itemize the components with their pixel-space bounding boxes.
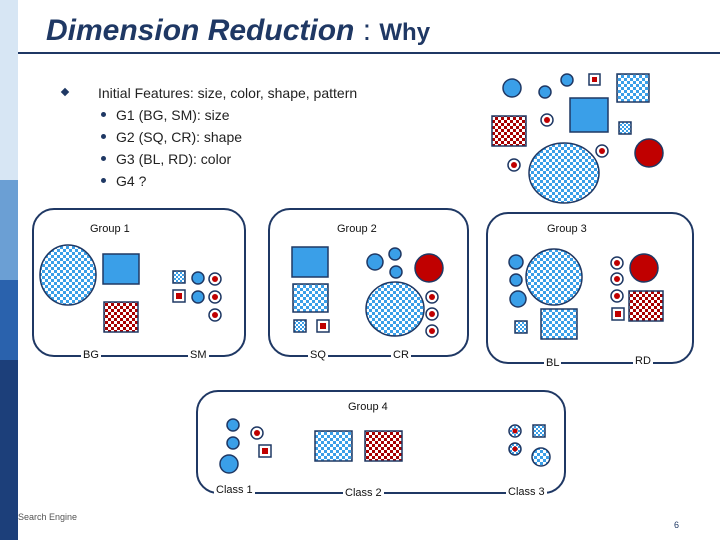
g4-class1-blue-circle [226, 418, 240, 432]
slide-title: Dimension Reduction : Why [46, 14, 430, 48]
feature-item: G4 ? [60, 170, 357, 192]
group1-right-label: SM [188, 349, 209, 361]
g1-blue-square [102, 253, 140, 285]
g4-class3-rd-pattern-circle-inner [512, 446, 518, 452]
side-band-1 [0, 0, 18, 180]
dot-bullet-icon [101, 112, 106, 117]
group2-left-label: SQ [308, 349, 328, 361]
group3-right-label: RD [633, 355, 653, 367]
group1-left-label: BG [81, 349, 101, 361]
g2-small-pattern-square [293, 319, 307, 333]
g3-small-pattern-square [514, 320, 528, 334]
side-band-4 [0, 360, 18, 540]
g4-class2-pattern-square [314, 430, 353, 462]
g2-red-circle [414, 253, 444, 283]
shape-rd-circle-inner [544, 117, 550, 123]
g4-class2-red-pattern-square [364, 430, 403, 462]
group4-class2-label: Class 2 [343, 487, 384, 499]
g3-red-circle [629, 253, 659, 283]
g4-class3-pattern-circle [531, 447, 551, 467]
group4-class1-label: Class 1 [214, 484, 255, 496]
shape-rd-circle-inner [511, 162, 517, 168]
shape-bl-circle [502, 78, 522, 98]
group4-title: Group 4 [346, 401, 390, 413]
g4-class1-rd-square-inner [262, 448, 268, 454]
g4-class3-rd-pattern-circle-inner [512, 428, 518, 434]
feature-item-text: G4 ? [116, 173, 147, 189]
g3-blue-circle [509, 273, 523, 287]
feature-heading: Initial Features: size, color, shape, pa… [60, 82, 357, 104]
g2-blue-square [291, 246, 329, 278]
feature-item-text: G2 (SQ, CR): shape [116, 129, 243, 145]
g3-rd-circle-inner [614, 260, 620, 266]
shape-pattern-square [616, 73, 650, 103]
g4-class3-small-pattern-square [532, 424, 546, 438]
shape-bl-circle [538, 85, 552, 99]
dot-bullet-icon [101, 134, 106, 139]
g4-class1-blue-circle [226, 436, 240, 450]
feature-heading-text: Initial Features: size, color, shape, pa… [98, 85, 358, 101]
g1-small-rd-square-inner [176, 293, 182, 299]
g1-red-pattern-square [103, 301, 139, 333]
group3-panel [486, 212, 694, 364]
side-band-3 [0, 280, 18, 360]
g3-rd-square-inner [615, 311, 621, 317]
g1-pattern-big-circle [39, 244, 97, 306]
g2-pattern-square [292, 283, 329, 313]
g2-blue-circle [389, 265, 403, 279]
group1-title: Group 1 [88, 223, 132, 235]
shape-red-pattern-square [491, 115, 527, 147]
g1-small-blue-circle [191, 290, 205, 304]
group2-title: Group 2 [335, 223, 379, 235]
feature-item: G2 (SQ, CR): shape [60, 126, 357, 148]
g1-small-rd-circle-inner [212, 276, 218, 282]
footer-source: Search Engine [18, 512, 78, 522]
title-separator: : [362, 14, 372, 47]
g3-blue-circle [509, 290, 527, 308]
group3-left-label: BL [544, 357, 562, 369]
group2-right-label: CR [391, 349, 411, 361]
g2-rd-circle-inner [429, 294, 435, 300]
g3-pattern-square [540, 308, 578, 340]
g1-small-pattern-square [172, 270, 186, 284]
g2-blue-circle [366, 253, 384, 271]
g4-class1-rd-circle-inner [254, 430, 260, 436]
g3-rd-circle-inner [614, 276, 620, 282]
page-number: 6 [674, 520, 680, 530]
feature-item-text: G1 (BG, SM): size [116, 107, 230, 123]
dot-bullet-icon [101, 178, 106, 183]
group3-title: Group 3 [545, 223, 589, 235]
g1-small-rd-circle-inner [212, 294, 218, 300]
feature-item: G3 (BL, RD): color [60, 148, 357, 170]
shape-blue-square [569, 97, 609, 133]
title-main: Dimension Reduction [46, 14, 355, 47]
g4-class1-blue-circle [219, 454, 239, 474]
g3-rd-circle-inner [614, 293, 620, 299]
g2-rd-circle-inner [429, 328, 435, 334]
shape-pattern-small-square [618, 121, 632, 135]
feature-list: Initial Features: size, color, shape, pa… [60, 82, 357, 192]
feature-item-text: G3 (BL, RD): color [116, 151, 232, 167]
title-why: Why [379, 19, 431, 46]
group4-class3-label: Class 3 [506, 486, 547, 498]
g1-small-rd-circle-inner [212, 312, 218, 318]
feature-item: G1 (BG, SM): size [60, 104, 357, 126]
g2-blue-circle [388, 247, 402, 261]
g2-rd-circle-inner [429, 311, 435, 317]
shape-red-circle [634, 138, 664, 168]
shape-pattern-big-circle [528, 142, 600, 204]
g3-red-pattern-square [628, 290, 664, 322]
title-rule [18, 52, 720, 54]
dot-bullet-icon [101, 156, 106, 161]
shape-rd-square-inner [592, 77, 597, 82]
g3-pattern-big-circle [525, 248, 583, 306]
g2-pattern-big-circle [365, 281, 425, 337]
side-band-2 [0, 180, 18, 280]
g1-small-blue-circle [191, 271, 205, 285]
shape-bl-circle [560, 73, 574, 87]
shape-rd-circle-inner [599, 148, 605, 154]
g3-blue-circle [508, 254, 524, 270]
g2-small-rd-square-inner [320, 323, 326, 329]
